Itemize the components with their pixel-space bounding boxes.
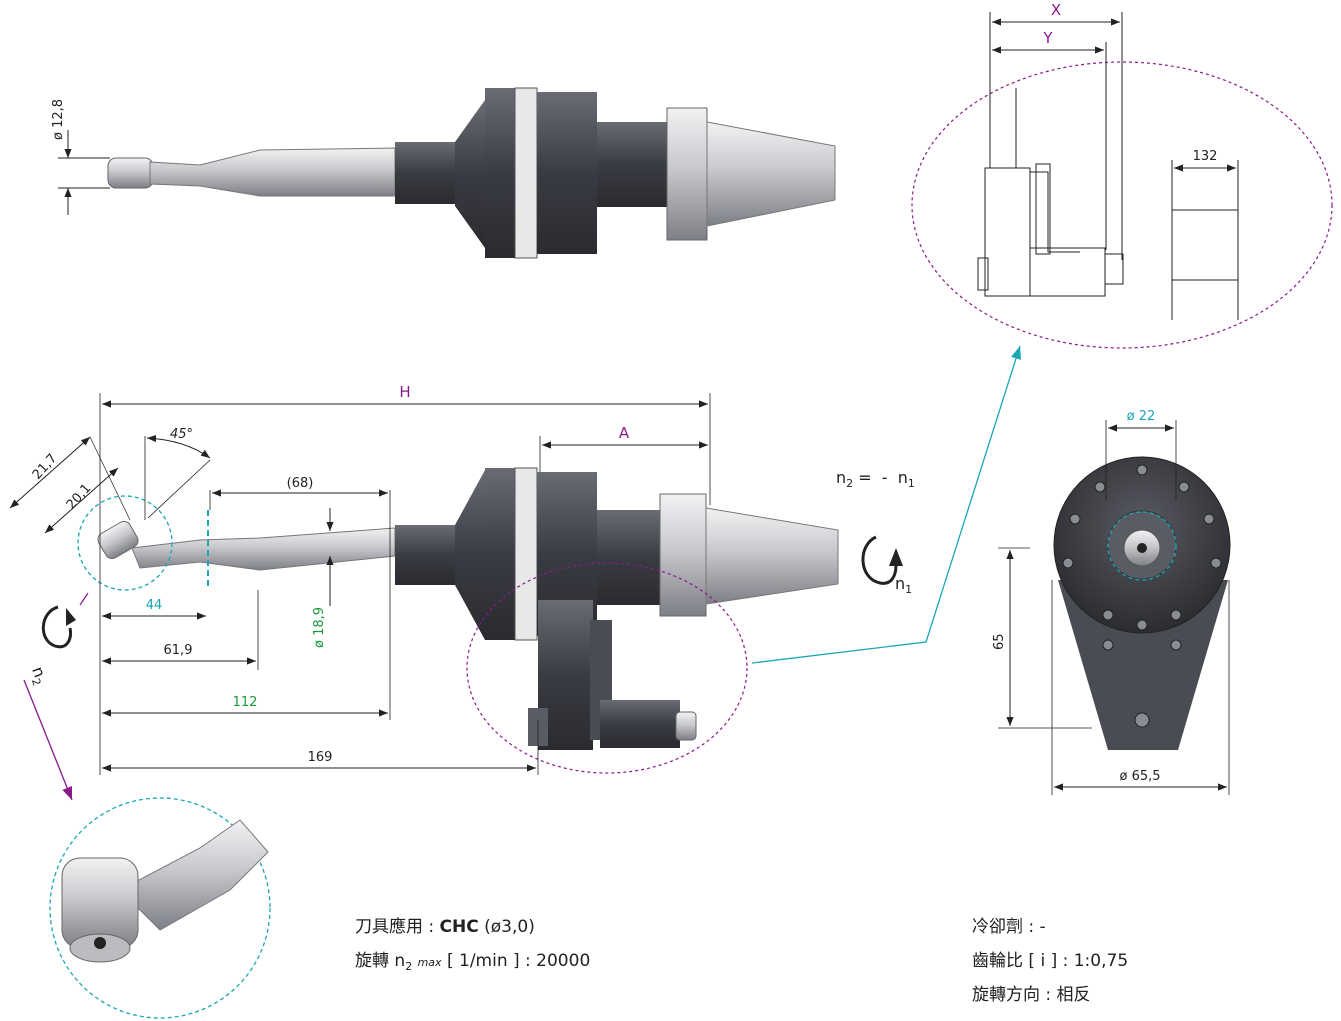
dim-169-label: 169 [308,750,333,765]
dim-angle: 45° [170,427,193,442]
dimension-65-5: ø 65,5 [1051,580,1230,795]
dim-A-label: A [619,424,630,442]
specs-left: 刀具應用 : CHC (ø3,0) 旋轉 n2 max [ 1/min ] : … [355,910,590,984]
rotation-n1-arrow [861,535,903,585]
dimension-head-angled: 21,7 20,1 [9,436,131,534]
dim-61-9-label: 61,9 [164,643,193,658]
dimension-61-9: 61,9 [102,590,259,670]
specs-right: 冷卻劑 : - 齒輪比 [ i ] : 1:0,75 旋轉方向 : 相反 [972,910,1128,1012]
head-detail-render [61,819,269,963]
dim-Y-label: Y [1042,29,1053,47]
spec-app-paren: (ø3,0) [478,917,535,937]
eq-sub2: 2 [846,477,854,490]
dim-132-label: 132 [1193,149,1218,164]
dimension-68: (68) [209,476,391,720]
bracket-outline-drawing [977,12,1239,320]
n1-letter: n [895,574,906,593]
spec-application: 刀具應用 : CHC (ø3,0) [355,910,590,944]
dim-18-9-label: ø 18,9 [312,607,327,648]
spec-speed-label: 旋轉 n [355,951,406,971]
rotation-equation: n2 = - n1 [836,468,915,490]
dimension-shaft-top: ø 12,8 [51,99,110,215]
dim-22-label: ø 22 [1127,409,1156,424]
spec-speed-max: max [417,956,442,969]
detail-ellipse-bracket [466,562,748,774]
dimension-22: ø 22 [1105,409,1177,500]
dimension-A: A [539,424,708,472]
dim-65-5-label: ø 65,5 [1119,769,1160,784]
dimension-18-9: ø 18,9 [312,508,334,648]
spec-app-label: 刀具應用 : [355,917,440,937]
dim-68-label: (68) [287,476,314,491]
spec-speed-unit: [ 1/min ] : 20000 [441,951,591,971]
tool-top-view [107,87,836,259]
dimension-132: 132 [1174,149,1236,172]
dimension-44: 44 [102,598,206,620]
spec-rotation-direction: 旋轉方向 : 相反 [972,985,1091,1005]
rotation-n1-label: n1 [895,574,912,596]
spec-speed: 旋轉 n2 max [ 1/min ] : 20000 [355,944,590,984]
spec-app-value: CHC [439,917,479,937]
dim-shaft-diameter: ø 12,8 [51,99,66,140]
rotation-n2-arrow [41,605,76,649]
dimension-169: 169 [102,720,539,775]
dim-20-1: 20,1 [64,481,95,513]
dimension-112: 112 [102,695,388,717]
detail-ellipse-bracket-view [911,61,1333,349]
detail-leader-line [751,345,1022,664]
spec-gear-ratio: 齒輪比 [ i ] : 1:0,75 [972,951,1129,971]
dimension-65: 65 [992,547,1092,729]
n1-sub: 1 [905,583,913,596]
dimension-Y: Y [992,29,1104,54]
detail-circle-head [77,495,173,591]
tool-side-view [97,467,839,750]
dimension-angle-45: 45° [144,427,211,520]
detail-pointer-arrow [23,679,73,801]
eq-sub1: 1 [907,477,915,490]
dim-65-label: 65 [992,633,1007,650]
eq-mid: = - n [853,468,908,487]
dimension-H: H [99,383,711,775]
spec-speed-sub: 2 [405,960,413,973]
tool-front-view [1053,456,1231,750]
dim-H-label: H [399,383,410,401]
dimension-X: X [992,1,1120,26]
dim-X-label: X [1051,1,1061,19]
eq-n2: n [836,468,847,487]
dim-112-label: 112 [233,695,258,710]
spec-coolant: 冷卻劑 : - [972,917,1046,937]
dim-44-label: 44 [146,598,163,613]
